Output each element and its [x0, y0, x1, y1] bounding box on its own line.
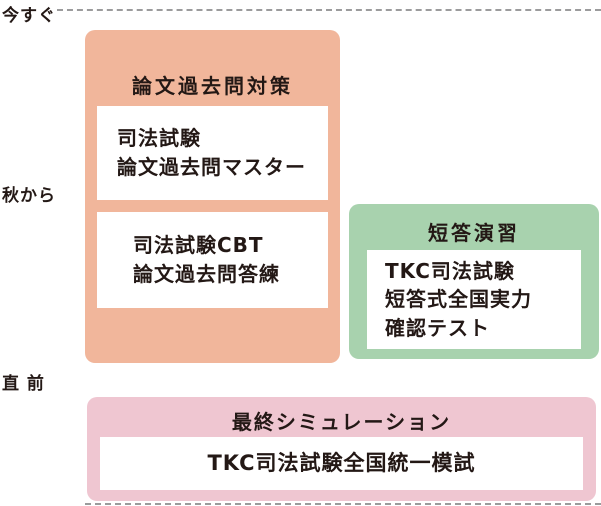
course-line: 確認テスト — [385, 315, 490, 340]
group-title-final-simulation: 最終シミュレーション — [231, 410, 452, 434]
course-line: 短答式全国実力 — [385, 287, 532, 312]
course-line: TKC司法試験全国統一模試 — [207, 451, 476, 476]
group-short-answer-practice: 短答演習 TKC司法試験 短答式全国実力 確認テスト — [349, 204, 599, 359]
timeline-label-just-before: 直 前 — [2, 374, 45, 394]
group-title-short-answer: 短答演習 — [428, 221, 520, 245]
course-card-national-ability-test: TKC司法試験 短答式全国実力 確認テスト — [367, 250, 581, 349]
group-final-simulation: 最終シミュレーション TKC司法試験全国統一模試 — [87, 397, 596, 501]
course-line: TKC司法試験 — [385, 258, 515, 283]
timeline-dashed-line-top — [57, 9, 601, 11]
timeline-label-now: 今すぐ — [2, 6, 56, 26]
group-title-essay: 論文過去問対策 — [132, 74, 293, 98]
course-line: 論文過去問答練 — [133, 262, 280, 286]
group-essay-past-questions: 論文過去問対策 司法試験 論文過去問マスター 司法試験CBT 論文過去問答練 — [85, 30, 340, 363]
timeline-dashed-line-bottom — [85, 503, 601, 505]
course-card-national-mock-exam: TKC司法試験全国統一模試 — [100, 437, 583, 490]
course-line: 論文過去問マスター — [117, 155, 306, 179]
course-card-essay-master: 司法試験 論文過去問マスター — [97, 106, 328, 200]
course-card-cbt-essay-practice: 司法試験CBT 論文過去問答練 — [97, 212, 328, 308]
course-line: 司法試験 — [117, 126, 201, 150]
timeline-label-from-autumn: 秋から — [2, 186, 56, 206]
course-line: 司法試験CBT — [133, 233, 264, 257]
